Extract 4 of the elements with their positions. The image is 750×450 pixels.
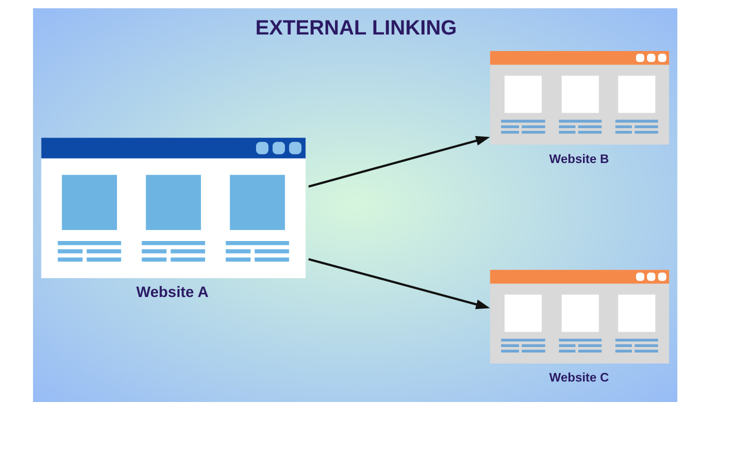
- node-label: Website A: [136, 284, 209, 302]
- diagram-title: EXTERNAL LINKING: [255, 16, 457, 40]
- node-label: Website C: [549, 370, 609, 385]
- node-label: Website B: [549, 152, 609, 166]
